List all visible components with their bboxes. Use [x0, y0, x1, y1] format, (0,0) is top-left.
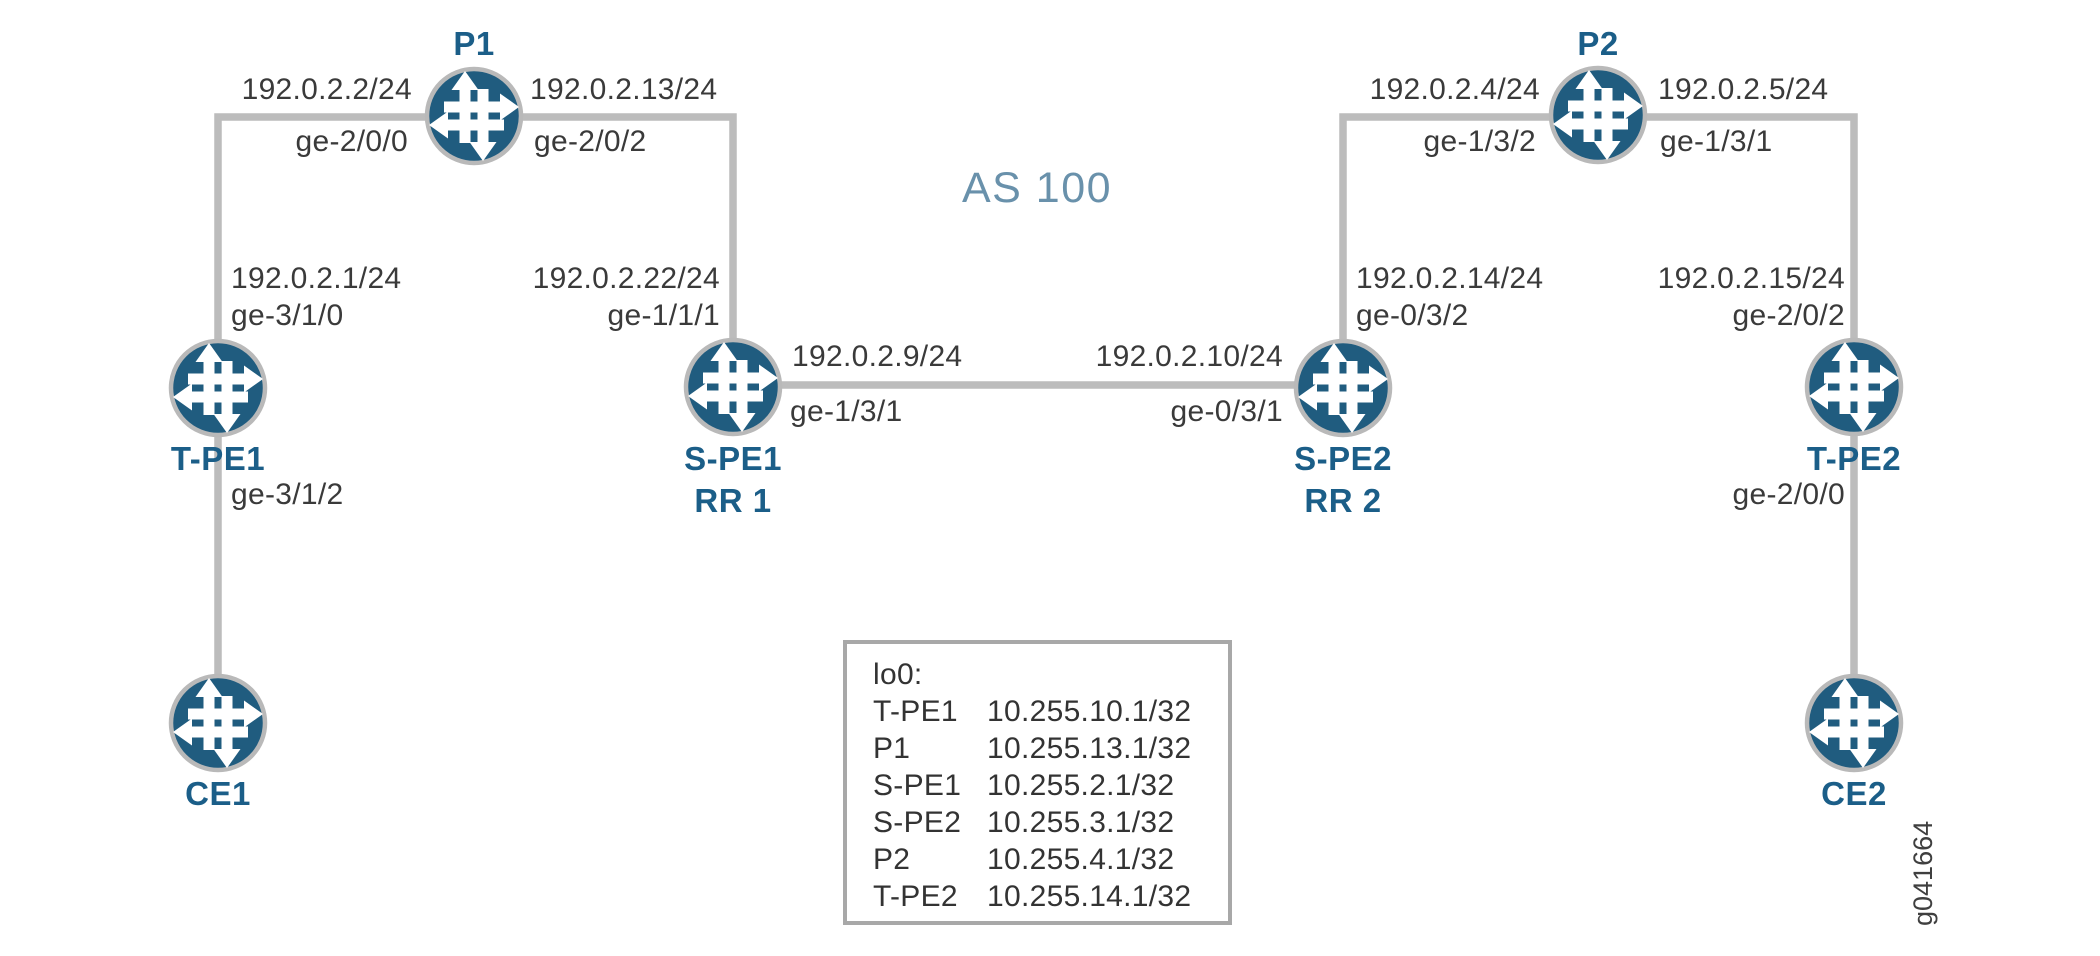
- node-label-p1: P1: [453, 25, 495, 62]
- loopback-row: S-PE2 10.255.3.1/32: [873, 804, 1228, 841]
- intf-label-tpe2-up: ge-2/0/2: [1732, 299, 1845, 332]
- ip-label-spe2-up: 192.0.2.14/24: [1356, 262, 1544, 295]
- figure-id: g041664: [1908, 820, 1938, 926]
- as-label: AS 100: [961, 164, 1113, 212]
- intf-label-spe1-right: ge-1/3/1: [790, 395, 903, 428]
- node-label-ce1: CE1: [185, 775, 251, 812]
- node-label-p2: P2: [1577, 25, 1619, 62]
- loopback-legend-box: lo0: T-PE1 10.255.10.1/32 P1 10.255.13.1/3…: [843, 640, 1232, 925]
- loopback-row: S-PE1 10.255.2.1/32: [873, 767, 1228, 804]
- loopback-heading: lo0:: [873, 658, 923, 691]
- intf-label-tpe2-down: ge-2/0/0: [1732, 478, 1845, 511]
- loopback-node: T-PE2: [873, 880, 958, 913]
- ip-label-tpe1-up: 192.0.2.1/24: [231, 262, 402, 295]
- node-role-rr2: RR 2: [1304, 482, 1382, 519]
- node-label-ce2: CE2: [1821, 775, 1887, 812]
- router-icon-ce1: [166, 671, 270, 775]
- loopback-address: 10.255.2.1/32: [987, 769, 1175, 802]
- ip-label-p1-left: 192.0.2.2/24: [241, 73, 412, 106]
- router-icon-tpe2: [1802, 335, 1906, 439]
- ip-label-spe1-right: 192.0.2.9/24: [792, 340, 963, 373]
- loopback-node: S-PE2: [873, 806, 962, 839]
- intf-label-p1-right: ge-2/0/2: [534, 125, 647, 158]
- node-label-spe2: S-PE2: [1294, 440, 1392, 477]
- intf-label-p2-right: ge-1/3/1: [1660, 125, 1773, 158]
- ip-label-tpe2-up: 192.0.2.15/24: [1657, 262, 1845, 295]
- intf-label-tpe1-up: ge-3/1/0: [231, 299, 344, 332]
- ip-label-spe1-up: 192.0.2.22/24: [532, 262, 720, 295]
- loopback-node: P1: [873, 732, 911, 765]
- loopback-row: P2 10.255.4.1/32: [873, 841, 1228, 878]
- loopback-node: T-PE1: [873, 695, 958, 728]
- loopback-address: 10.255.4.1/32: [987, 843, 1175, 876]
- router-icon-p2: [1546, 63, 1650, 167]
- ip-label-p1-right: 192.0.2.13/24: [530, 73, 718, 106]
- loopback-row: T-PE1 10.255.10.1/32: [873, 693, 1228, 730]
- intf-label-tpe1-down: ge-3/1/2: [231, 478, 344, 511]
- intf-label-p2-left: ge-1/3/2: [1423, 125, 1536, 158]
- loopback-node: P2: [873, 843, 911, 876]
- loopback-address: 10.255.14.1/32: [987, 880, 1192, 913]
- ip-label-p2-right: 192.0.2.5/24: [1658, 73, 1829, 106]
- intf-label-spe1-up: ge-1/1/1: [607, 299, 720, 332]
- intf-label-spe2-up: ge-0/3/2: [1356, 299, 1469, 332]
- loopback-row: P1 10.255.13.1/32: [873, 730, 1228, 767]
- ip-label-p2-left: 192.0.2.4/24: [1369, 73, 1540, 106]
- node-label-spe1: S-PE1: [684, 440, 782, 477]
- ip-label-spe2-left: 192.0.2.10/24: [1095, 340, 1283, 373]
- node-label-tpe2: T-PE2: [1806, 440, 1902, 477]
- router-icon-spe1: [681, 335, 785, 439]
- node-label-tpe1: T-PE1: [170, 440, 266, 477]
- loopback-address: 10.255.3.1/32: [987, 806, 1175, 839]
- intf-label-spe2-left: ge-0/3/1: [1170, 395, 1283, 428]
- router-icon-p1: [422, 64, 526, 168]
- router-icon-ce2: [1802, 671, 1906, 775]
- loopback-address: 10.255.13.1/32: [987, 732, 1192, 765]
- router-icon-tpe1: [166, 336, 270, 440]
- loopback-address: 10.255.10.1/32: [987, 695, 1192, 728]
- node-role-rr1: RR 1: [694, 482, 772, 519]
- loopback-row: T-PE2 10.255.14.1/32: [873, 878, 1228, 915]
- loopback-node: S-PE1: [873, 769, 962, 802]
- intf-label-p1-left: ge-2/0/0: [295, 125, 408, 158]
- router-icon-spe2: [1291, 336, 1395, 440]
